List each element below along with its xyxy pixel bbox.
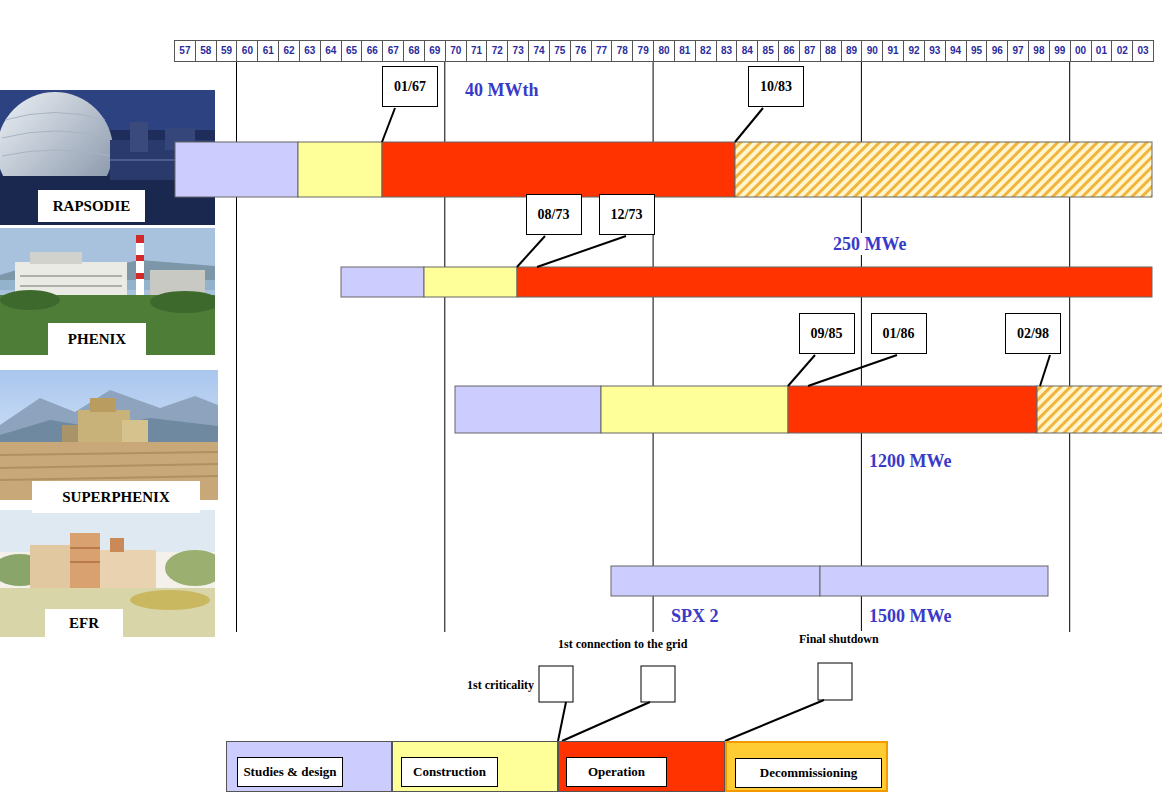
year-cell: 83 <box>716 40 738 62</box>
year-cell: 58 <box>195 40 217 62</box>
legend-swatch: Construction <box>392 741 558 792</box>
node-text: 12/73 <box>611 207 643 223</box>
legend-text-box: Construction <box>401 757 498 787</box>
legend-swatch: Studies & design <box>226 741 392 792</box>
timeline-bars <box>175 142 1162 596</box>
node-text: RAPSODIE <box>53 198 131 215</box>
year-cell: 80 <box>653 40 675 62</box>
legend-swatch: Operation <box>558 741 725 792</box>
node-text: 01/86 <box>883 326 915 342</box>
year-cell: 90 <box>861 40 883 62</box>
reactor-name-box: EFR <box>45 609 123 637</box>
power-rating: 1200 MWe <box>866 450 955 472</box>
date-callout: 01/86 <box>871 313 927 354</box>
date-callout: 12/73 <box>599 194 655 235</box>
year-cell: 64 <box>320 40 342 62</box>
project-name: SPX 2 <box>668 605 722 627</box>
year-cell: 84 <box>736 40 758 62</box>
year-cell: 91 <box>882 40 904 62</box>
legend-text: Decommissioning <box>760 765 858 781</box>
legend-swatch: Decommissioning <box>725 741 888 792</box>
year-cell: 77 <box>591 40 613 62</box>
legend-text: Operation <box>588 764 645 780</box>
legend-callout: 1st connection to the grid <box>556 636 689 652</box>
phenix-photo <box>0 228 215 355</box>
reactor-name-box: SUPERPHENIX <box>32 481 200 513</box>
date-callout: 10/83 <box>748 66 804 107</box>
year-cell: 94 <box>945 40 967 62</box>
year-cell: 78 <box>611 40 633 62</box>
year-cell: 70 <box>445 40 467 62</box>
year-cell: 79 <box>632 40 654 62</box>
year-cell: 59 <box>216 40 238 62</box>
date-leaders <box>382 108 1050 386</box>
node-text: 02/98 <box>1017 326 1049 342</box>
year-cell: 75 <box>549 40 571 62</box>
power-rating: 250 MWe <box>830 233 910 255</box>
year-cell: 02 <box>1111 40 1133 62</box>
legend-callout: Final shutdown <box>797 631 881 647</box>
year-cell: 73 <box>507 40 529 62</box>
year-cell: 98 <box>1028 40 1050 62</box>
year-cell: 65 <box>341 40 363 62</box>
legend-text-box: Operation <box>566 757 667 787</box>
year-cell: 71 <box>466 40 488 62</box>
reactor-name-box: RAPSODIE <box>38 190 145 222</box>
date-callout: 09/85 <box>799 313 855 354</box>
year-cell: 67 <box>382 40 404 62</box>
year-cell: 01 <box>1091 40 1113 62</box>
year-cell: 82 <box>695 40 717 62</box>
power-rating: 1500 MWe <box>866 605 955 627</box>
year-cell: 89 <box>841 40 863 62</box>
year-cell: 88 <box>820 40 842 62</box>
year-cell: 86 <box>778 40 800 62</box>
year-cell: 95 <box>966 40 988 62</box>
year-cell: 72 <box>486 40 508 62</box>
year-cell: 61 <box>257 40 279 62</box>
legend-text: Construction <box>413 764 486 780</box>
year-cell: 81 <box>674 40 696 62</box>
year-cell: 63 <box>299 40 321 62</box>
year-cell: 74 <box>528 40 550 62</box>
legend-callout: 1st criticality <box>465 677 536 693</box>
year-cell: 62 <box>278 40 300 62</box>
year-cell: 99 <box>1049 40 1071 62</box>
year-cell: 66 <box>361 40 383 62</box>
legend-text-box: Studies & design <box>237 757 343 787</box>
year-cell: 93 <box>924 40 946 62</box>
year-cell: 87 <box>799 40 821 62</box>
year-cell: 97 <box>1007 40 1029 62</box>
year-cell: 57 <box>174 40 196 62</box>
year-cell: 96 <box>986 40 1008 62</box>
date-callout: 02/98 <box>1005 313 1061 354</box>
date-callout: 08/73 <box>526 194 582 235</box>
legend-text: Studies & design <box>243 764 336 780</box>
year-cell: 92 <box>903 40 925 62</box>
date-callout: 01/67 <box>382 66 438 107</box>
reactor-name-box: PHENIX <box>48 323 146 355</box>
node-text: 01/67 <box>394 79 426 95</box>
node-text: 09/85 <box>811 326 843 342</box>
power-rating: 40 MWth <box>462 79 542 101</box>
year-cell: 03 <box>1132 40 1154 62</box>
efr-painting <box>0 510 215 637</box>
year-cell: 60 <box>236 40 258 62</box>
year-cell: 00 <box>1070 40 1092 62</box>
node-text: SUPERPHENIX <box>62 489 170 506</box>
year-cell: 68 <box>403 40 425 62</box>
node-text: EFR <box>69 615 99 632</box>
year-cell: 76 <box>570 40 592 62</box>
node-text: 08/73 <box>538 207 570 223</box>
node-text: PHENIX <box>68 331 126 348</box>
legend-callouts <box>539 663 852 741</box>
year-cell: 69 <box>424 40 446 62</box>
legend-text-box: Decommissioning <box>735 758 882 788</box>
node-text: 10/83 <box>760 79 792 95</box>
year-cell: 85 <box>757 40 779 62</box>
